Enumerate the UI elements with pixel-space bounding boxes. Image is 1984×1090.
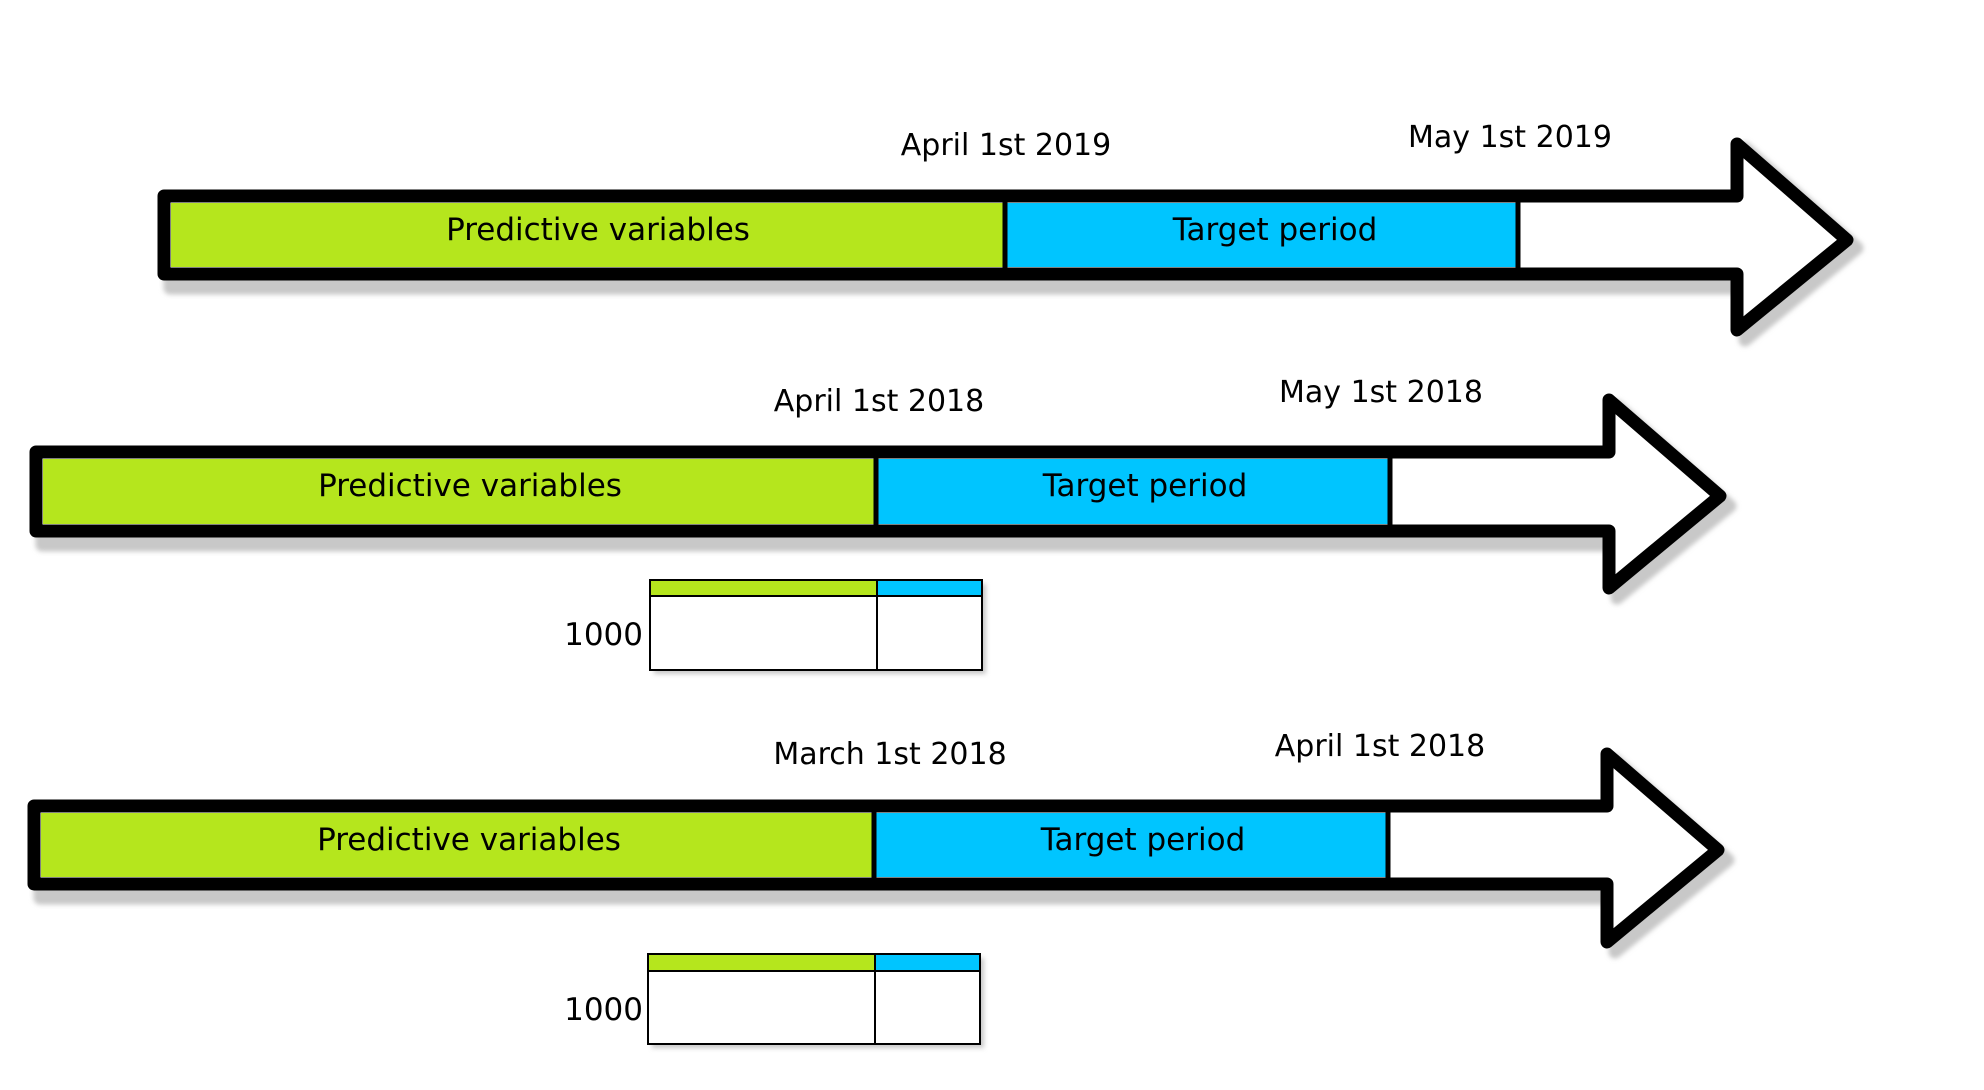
table-target-header: [876, 579, 983, 597]
row-count-label: 1000: [564, 992, 643, 1028]
predictive-variables-segment: [41, 813, 874, 877]
timeline-1: Predictive variables Target period April…: [157, 120, 1864, 347]
table-predictive-header: [647, 953, 876, 972]
target-period-segment: [874, 813, 1388, 877]
predictive-variables-label: Predictive variables: [446, 212, 750, 248]
target-period-label: Target period: [1042, 468, 1248, 504]
target-period-segment: [876, 459, 1390, 524]
target-period-segment: [1005, 203, 1518, 267]
predictive-variables-segment: [43, 459, 876, 524]
start-date-label: April 1st 2019: [901, 128, 1111, 163]
row-count-label: 1000: [564, 617, 643, 653]
end-date-label: May 1st 2019: [1408, 120, 1612, 155]
timeline-3: Predictive variables Target period March…: [27, 729, 1735, 1048]
timeline-2: Predictive variables Target period April…: [29, 375, 1737, 674]
end-date-label: April 1st 2018: [1275, 729, 1485, 764]
target-period-label: Target period: [1172, 212, 1378, 248]
predictive-variables-label: Predictive variables: [318, 468, 622, 504]
sample-table: 1000: [564, 953, 984, 1048]
predictive-variables-segment: [171, 203, 1005, 267]
predictive-variables-label: Predictive variables: [317, 822, 621, 858]
end-date-label: May 1st 2018: [1279, 375, 1483, 410]
target-period-label: Target period: [1040, 822, 1246, 858]
table-predictive-header: [649, 579, 878, 597]
start-date-label: March 1st 2018: [773, 737, 1006, 772]
sample-table: 1000: [564, 579, 986, 674]
table-target-header: [874, 953, 981, 972]
start-date-label: April 1st 2018: [774, 384, 984, 419]
